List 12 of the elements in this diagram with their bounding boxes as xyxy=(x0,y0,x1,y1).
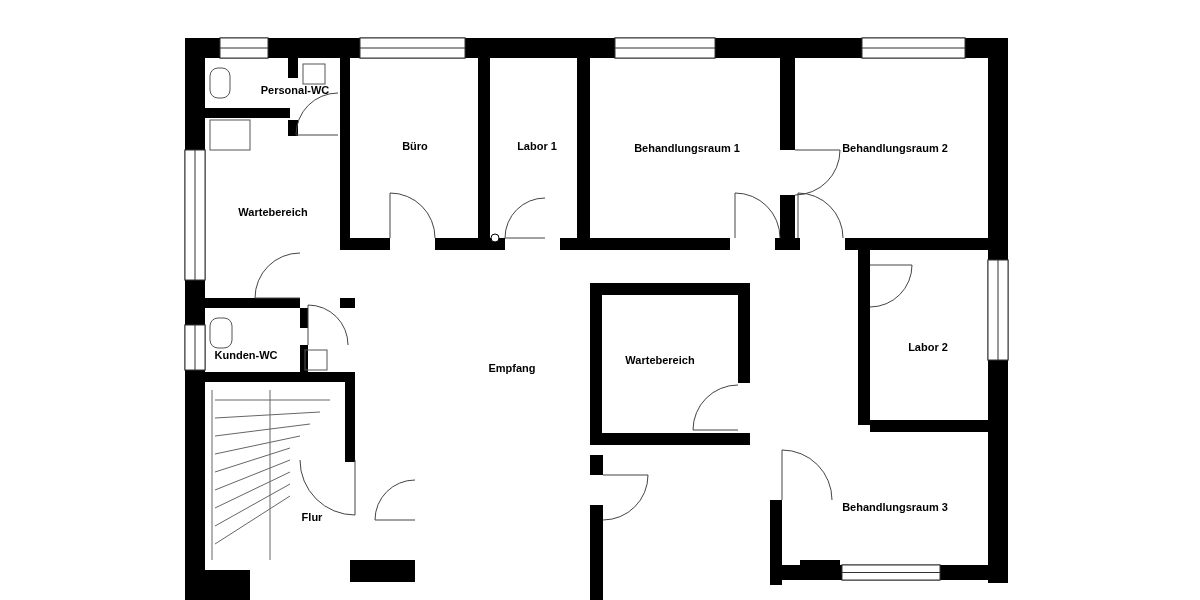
room-label: Behandlungsraum 1 xyxy=(634,140,740,156)
room-label: Personal-WC xyxy=(260,82,330,98)
room-label: Behandlungsraum 2 xyxy=(842,140,948,156)
room-label: Büro xyxy=(402,138,428,154)
room-label: Labor 2 xyxy=(908,339,948,355)
room-label: Wartebereich xyxy=(238,204,308,220)
room-label: Behandlungsraum 3 xyxy=(842,499,948,515)
room-label: Labor 1 xyxy=(517,138,557,154)
room-label: Kunden-WC xyxy=(214,347,278,363)
room-label: Flur xyxy=(301,509,323,525)
room-label: Wartebereich xyxy=(625,352,695,368)
room-label: Empfang xyxy=(488,360,536,376)
